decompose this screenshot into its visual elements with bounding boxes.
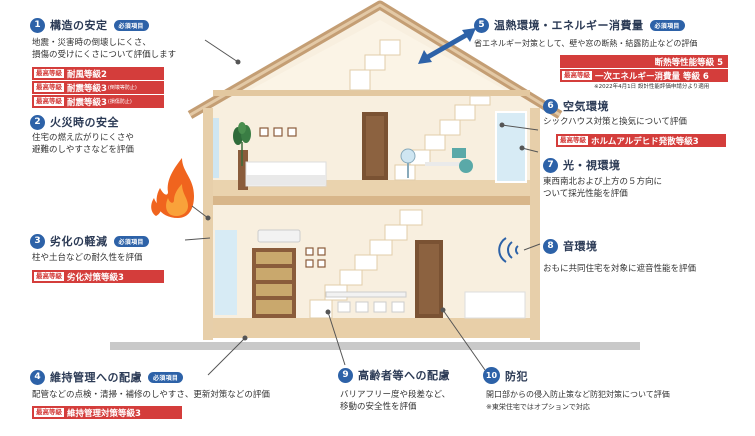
required-badge: 必須項目: [113, 19, 149, 31]
fan-icon: [400, 148, 416, 178]
callout-6-title-row: 6 空気環境: [543, 98, 609, 114]
callout-title: 維持管理への配慮: [50, 371, 142, 384]
callout-1-desc: 地震・災害時の倒壊しにくさ、 損傷の受けにくさについて評価します: [32, 37, 176, 61]
badge-tag: 最高等級: [34, 272, 64, 281]
callout-title: 空気環境: [563, 100, 609, 113]
callout-2-title-row: 2 火災時の安全: [30, 114, 119, 130]
callout-number: 4: [30, 369, 45, 385]
callout-6-desc: シックハウス対策と換気について評価: [543, 116, 687, 128]
badge-tag: 最高等級: [34, 408, 64, 417]
badge-tag: 最高等級: [562, 71, 592, 80]
desc-line: 移動の安全性を評価: [340, 402, 417, 412]
required-badge: 必須項目: [148, 371, 184, 383]
callout-number: 3: [30, 233, 45, 249]
callout-7-title-row: 7 光・視環境: [543, 157, 621, 173]
required-badge: 必須項目: [649, 19, 685, 31]
grade-badge: 最高等級 劣化対策等級3: [32, 270, 164, 283]
badge-tag: 最高等級: [34, 83, 64, 92]
grade-badge: 最高等級 耐震等級3 (倒壊等防止): [32, 81, 164, 94]
badge-text: 維持管理対策等級3: [67, 408, 141, 419]
desc-line: シックハウス対策と換気について評価: [543, 117, 687, 127]
callout-title: 光・視環境: [563, 159, 621, 172]
desc-line: 柱や土台などの耐久性を評価: [32, 253, 143, 263]
sound-wave-icon: [498, 237, 519, 263]
callout-3-desc: 柱や土台などの耐久性を評価: [32, 252, 143, 264]
badge-tag: 最高等級: [34, 97, 64, 106]
grade-badge: 最高等級 維持管理対策等級3: [32, 406, 182, 419]
callout-title: 防犯: [505, 369, 528, 383]
badge-text: 耐風等級2: [67, 69, 107, 80]
callout-2-desc: 住宅の燃え広がりにくさや 避難のしやすさなどを評価: [32, 132, 134, 156]
fire-icon: [151, 158, 194, 218]
badge-note: (損傷防止): [107, 99, 132, 105]
heat-arrow-icon: [418, 28, 476, 64]
desc-line: 住宅の燃え広がりにくさや: [32, 133, 134, 143]
callout-8-desc: おもに共同住宅を対象に遮音性能を評価: [543, 263, 696, 275]
callout-number: 7: [543, 157, 558, 173]
badge-text: 劣化対策等級3: [67, 272, 124, 283]
plant-icon: [233, 122, 251, 166]
callout-title: 音環境: [563, 240, 598, 253]
desc-line: 東西南北および上方の５方向に: [543, 177, 663, 187]
badge-note: (倒壊等防止): [107, 85, 137, 91]
grade-badge: 最高等級 耐風等級2: [32, 67, 164, 80]
callout-title: 高齢者等への配慮: [358, 369, 450, 382]
callout-title: 劣化の軽減: [50, 235, 108, 248]
badge-text: 一次エネルギー消費量 等級 6: [595, 71, 709, 82]
callout-9-desc: バリアフリー度や段差など、 移動の安全性を評価: [340, 389, 450, 413]
callout-number: 5: [474, 17, 489, 33]
callout-8-title-row: 8 音環境: [543, 238, 598, 254]
callout-3-title-row: 3 劣化の軽減 必須項目: [30, 233, 149, 249]
callout-number: 2: [30, 114, 45, 130]
desc-line: 避難のしやすさなどを評価: [32, 145, 134, 155]
badge-text: 耐震等級3: [67, 83, 107, 94]
desc-line: ついて採光性能を評価: [543, 189, 628, 199]
desc-line: バリアフリー度や段差など、: [340, 390, 451, 400]
desc-line: 地震・災害時の倒壊しにくさ、: [32, 38, 151, 48]
callout-title: 温熱環境・エネルギー消費量: [494, 19, 644, 32]
callout-9-title-row: 9 高齢者等への配慮: [338, 367, 450, 383]
grade-badge: 最高等級 ホルムアルデヒド発散等級3: [556, 134, 726, 147]
callout-5-title-row: 5 温熱環境・エネルギー消費量 必須項目: [474, 17, 685, 33]
required-badge: 必須項目: [113, 235, 149, 247]
callout-4-title-row: 4 維持管理への配慮 必須項目: [30, 369, 184, 385]
badge-tag: 最高等級: [558, 136, 588, 145]
callout-5-note: ※2022年4月1日 設計性能評価申請分より適用: [594, 84, 710, 90]
callout-7-desc: 東西南北および上方の５方向に ついて採光性能を評価: [543, 176, 662, 200]
grade-badge: 最高等級 耐震等級3 (損傷防止): [32, 95, 164, 108]
badge-text: ホルムアルデヒド発散等級3: [591, 136, 699, 147]
desc-line: 省エネルギー対策として、壁や窓の断熱・結露防止などの評価: [474, 39, 698, 48]
callout-number: 9: [338, 367, 353, 383]
desc-line: 損傷の受けにくさについて評価します: [32, 50, 177, 60]
callout-number: 8: [543, 238, 558, 254]
desc-line: おもに共同住宅を対象に遮音性能を評価: [543, 264, 697, 274]
callout-number: 6: [543, 98, 558, 114]
callout-10-title-row: 10 防犯: [483, 367, 528, 384]
desc-line: 開口部からの侵入防止策など防犯対策について評価: [486, 390, 670, 399]
grade-badge: 断熱等性能等級 5: [560, 55, 728, 68]
callout-1-title-row: 1 構造の安定 必須項目: [30, 17, 149, 33]
desc-line: 配管などの点検・清掃・補修のしやすさ、更新対策などの評価: [32, 390, 270, 400]
badge-tag: 最高等級: [34, 69, 64, 78]
callout-10-desc: 開口部からの侵入防止策など防犯対策について評価: [486, 389, 670, 401]
grade-badge: 最高等級 一次エネルギー消費量 等級 6: [560, 69, 728, 82]
callout-4-desc: 配管などの点検・清掃・補修のしやすさ、更新対策などの評価: [32, 389, 270, 401]
badge-text: 耐震等級3: [67, 97, 107, 108]
callout-5-desc: 省エネルギー対策として、壁や窓の断熱・結露防止などの評価: [474, 38, 697, 50]
callout-10-note: ※東栄住宅ではオプションで対応: [486, 403, 590, 411]
callout-title: 火災時の安全: [50, 116, 119, 129]
callout-number: 1: [30, 17, 45, 33]
badge-text: 断熱等性能等級 5: [654, 57, 723, 68]
callout-title: 構造の安定: [50, 19, 108, 32]
callout-number: 10: [483, 367, 500, 384]
